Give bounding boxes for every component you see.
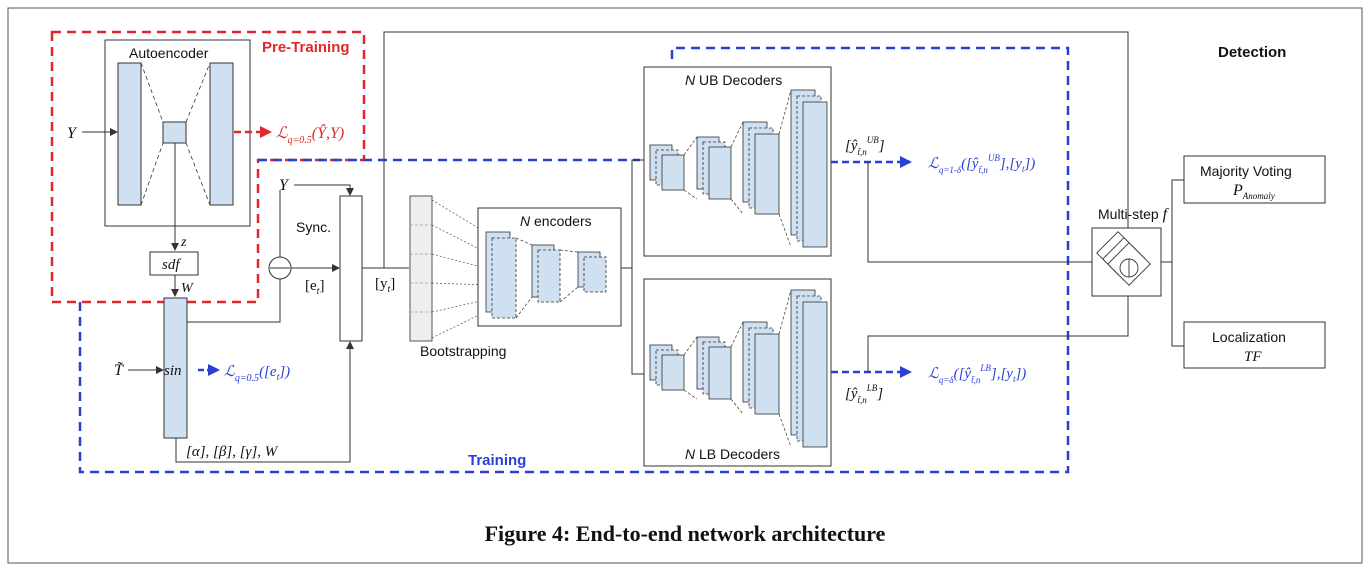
pretrain-loss: ℒq=0.5(Ŷ,Y): [276, 123, 344, 146]
y-t-label: [yt]: [375, 276, 395, 295]
z-label: z: [180, 235, 187, 250]
sdf-box: [149, 251, 199, 276]
decoder-block: [209, 62, 234, 206]
sin-label: sin: [164, 363, 182, 379]
ub-decoder-stack: [649, 89, 828, 248]
sync-label: Sync.: [296, 219, 331, 235]
sin-to-subtract: [187, 279, 281, 323]
lb-output-label: [ŷt̃,nLB]: [845, 383, 883, 405]
autoencoder-connections: [140, 62, 211, 206]
pretraining-label: Pre-Training: [262, 39, 350, 56]
params-to-sync: [175, 341, 354, 463]
ub-decoder-connections: [683, 89, 792, 248]
encoders-label: N encoders: [520, 213, 592, 229]
encoder-stack: [485, 231, 607, 319]
localization-label: Localization: [1212, 329, 1286, 345]
figure-frame: [7, 7, 1363, 564]
sdf-label: sdf: [162, 257, 181, 273]
encoder-split: [621, 159, 644, 269]
multistep-to-voting: [1161, 179, 1184, 263]
encoder-connections: [515, 237, 579, 319]
multistep-icon: [1096, 231, 1151, 286]
detection-label: Detection: [1218, 44, 1286, 61]
autoencoder-label: Autoencoder: [129, 45, 209, 61]
majority-voting-box: [1183, 155, 1326, 204]
majority-voting-label: Majority Voting: [1200, 163, 1292, 179]
y-sync-label: Y: [279, 177, 290, 194]
ub-loss: ℒq=1-δ([ŷt̃,nUB],[yt]): [928, 153, 1035, 175]
y-to-sync: [294, 184, 354, 196]
e-t-label: [et]: [305, 278, 324, 297]
lb-to-multistep: [867, 296, 1129, 372]
latent-block: [162, 121, 187, 144]
bootstrapping-label: Bootstrapping: [420, 343, 506, 359]
lb-loss: ℒq=δ([ŷt̃,nLB],[yt]): [928, 363, 1026, 385]
p-anomaly-label: PAnomaly: [1232, 182, 1275, 201]
pretraining-region: [50, 30, 366, 304]
encoder-split-lb: [631, 268, 644, 375]
w-label: W: [181, 281, 194, 296]
bootstrap-connections: [431, 199, 486, 339]
params-label: [α], [β], [γ], W: [186, 444, 279, 460]
ub-output-label: [ŷt̃,nUB]: [845, 135, 885, 157]
lb-decoder-connections: [683, 289, 792, 448]
ub-decoders-label: N UB Decoders: [685, 72, 782, 88]
y-input-label: Y: [67, 125, 78, 142]
bootstrap-block: [409, 195, 433, 342]
sin-loss: ℒq=0.5([et]): [224, 364, 290, 384]
training-label: Training: [468, 452, 526, 469]
t-tilde-label: T̃: [114, 361, 124, 379]
figure-caption: Figure 4: End-to-end network architectur…: [485, 521, 886, 546]
lb-decoder-stack: [649, 289, 828, 448]
multistep-label: Multi-step f: [1098, 206, 1170, 223]
localization-box: [1183, 321, 1326, 369]
encoder-block: [117, 62, 142, 206]
multistep-to-localization: [1171, 262, 1184, 347]
skip-to-multistep: [383, 31, 1129, 268]
training-region: [78, 46, 1070, 474]
tf-label: TF: [1244, 349, 1262, 365]
ub-to-multistep: [867, 162, 1092, 263]
sync-block: [339, 195, 363, 342]
lb-decoders-label: N LB Decoders: [685, 446, 780, 462]
